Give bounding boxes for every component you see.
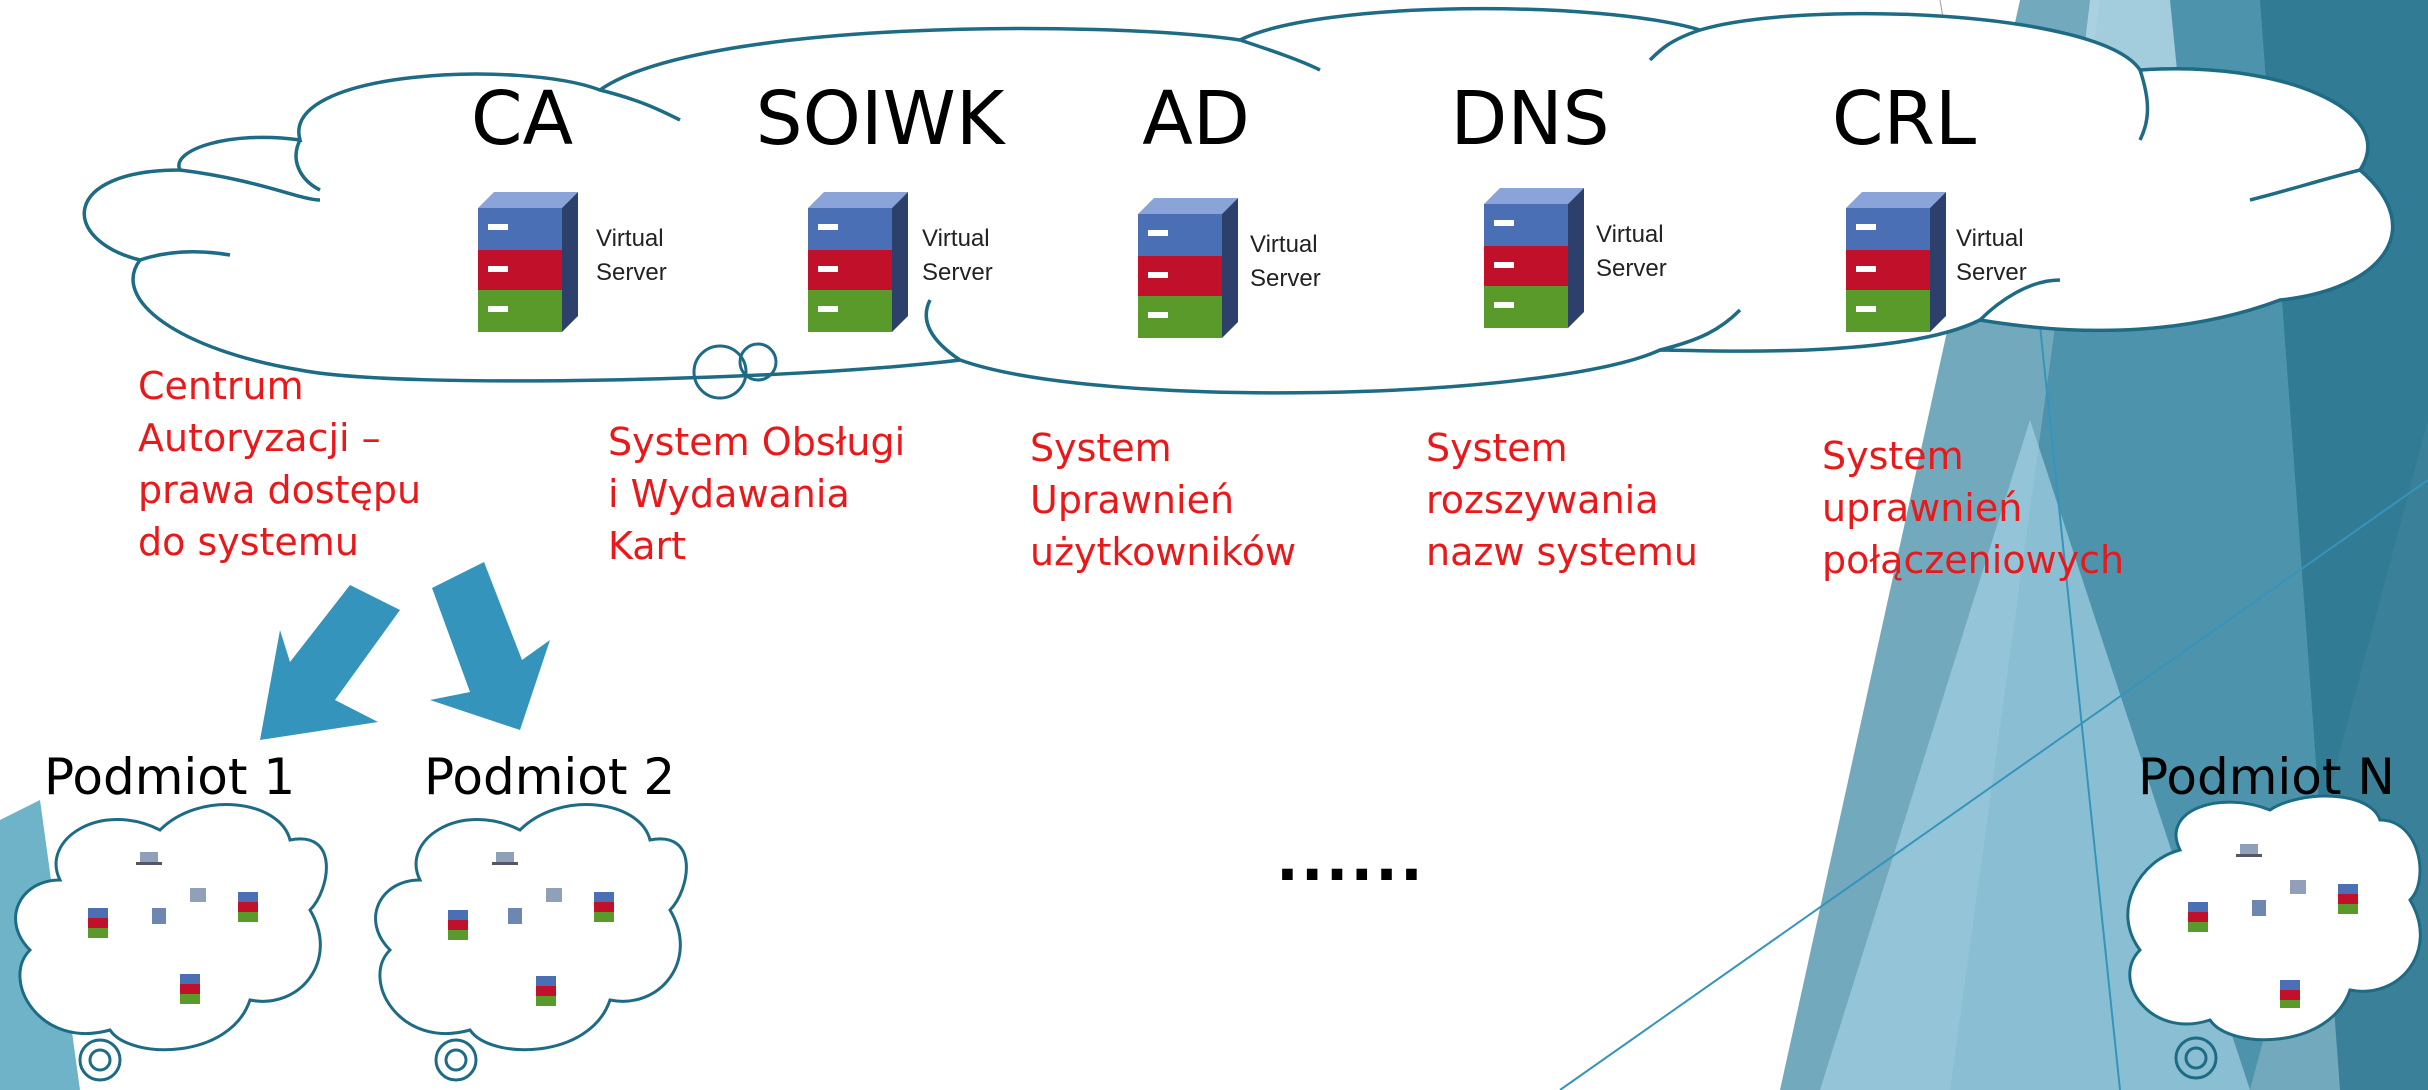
server-icon	[1138, 198, 1238, 338]
virtual-server-dns: Virtual Server	[1484, 188, 1667, 332]
service-name-ca: CA	[470, 76, 574, 162]
virtual-server-label: Virtual Server	[1596, 221, 1667, 282]
network-icon	[88, 852, 258, 1004]
network-icon	[448, 852, 614, 1006]
entity-cloud-2-icon	[374, 803, 688, 1082]
entity-cloud-1-icon	[14, 803, 328, 1082]
server-icon	[808, 192, 908, 332]
arrow-down-left-icon	[260, 585, 400, 740]
service-description-dns: System rozszywania nazw systemu	[1426, 426, 1698, 574]
cloud-tail-icon	[692, 342, 778, 400]
bg-line-1	[1559, 479, 2428, 1090]
virtual-server-ca: Virtual Server	[478, 192, 667, 336]
entity-network-n	[2180, 840, 2400, 1010]
virtual-server-label: Virtual Server	[1250, 231, 1321, 292]
service-name-dns: DNS	[1450, 76, 1610, 162]
entity-label-2: Podmiot 2	[424, 748, 676, 806]
network-icon	[2188, 844, 2358, 1008]
server-icon	[1846, 192, 1946, 332]
service-description-ad: System Uprawnień użytkowników	[1030, 426, 1297, 574]
service-name-ad: AD	[1142, 76, 1250, 162]
virtual-server-label: Virtual Server	[596, 225, 667, 286]
service-name-soiwk: SOIWK	[755, 76, 1005, 162]
service-description-soiwk: System Obsługi i Wydawania Kart	[608, 420, 906, 568]
server-icon	[478, 192, 578, 332]
main-cloud-icon	[82, 6, 2395, 395]
entity-cloud-n-icon	[2126, 794, 2422, 1080]
service-description-ca: Centrum Autoryzacji – prawa dostępu do s…	[138, 364, 422, 564]
server-icon	[1484, 188, 1584, 328]
bg-line-2	[2029, 229, 2121, 1090]
entity-label-1: Podmiot 1	[44, 748, 296, 806]
virtual-server-ad: Virtual Server	[1138, 198, 1321, 342]
service-description-crl: System uprawnień połączeniowych	[1822, 434, 2125, 582]
main-cloud-inner-lines	[139, 28, 2361, 362]
virtual-server-label: Virtual Server	[1956, 225, 2027, 286]
entity-network-1	[80, 848, 300, 1018]
arrow-down-right-icon	[430, 562, 550, 730]
ellipsis: ......	[1276, 825, 1425, 895]
virtual-server-label: Virtual Server	[922, 225, 993, 286]
service-name-crl: CRL	[1831, 76, 1977, 162]
entity-network-2	[436, 848, 656, 1018]
entity-label-n: Podmiot N	[2138, 748, 2395, 806]
virtual-server-soiwk: Virtual Server	[808, 192, 993, 336]
virtual-server-crl: Virtual Server	[1846, 192, 2027, 336]
